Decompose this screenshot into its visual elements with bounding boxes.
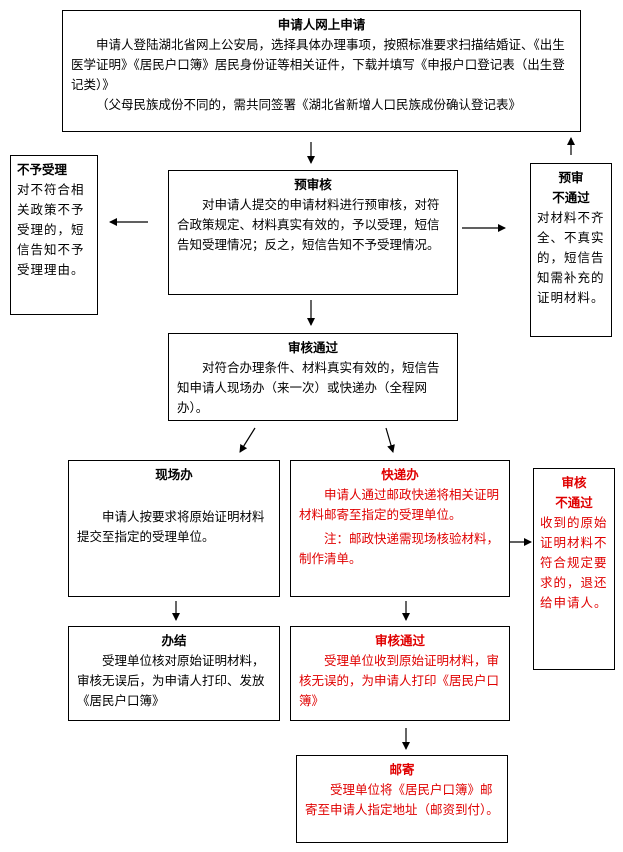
- onsite-title: 现场办: [155, 467, 193, 482]
- reject-box: 不予受理 对不符合相关政策不予受理的，短信告知不予受理理由。: [10, 155, 98, 315]
- apply-body: 申请人登陆湖北省网上公安局，选择具体办理事项，按照标准要求扫描结婚证、《出生医学…: [71, 37, 565, 92]
- express-title: 快递办: [381, 467, 419, 482]
- pre-review-title: 预审核: [294, 177, 332, 192]
- audit-fail-subtitle: 不通过: [555, 495, 593, 510]
- pre-fail-body: 对材料不齐全、不真实的，短信告知需补充的证明材料。: [537, 210, 605, 305]
- review-pass-box: 审核通过 对符合办理条件、材料真实有效的，短信告知申请人现场办（来一次）或快递办…: [168, 333, 458, 421]
- apply-title: 申请人网上申请: [277, 17, 366, 32]
- audit-pass-body: 受理单位收到原始证明材料，审核无误的，为申请人打印《居民户口簿》: [299, 653, 500, 708]
- audit-fail-box: 审核 不通过 收到的原始证明材料不符合规定要求的，退还给申请人。: [533, 468, 615, 670]
- express-note: 注：邮政快递需现场核验材料，制作清单。: [299, 531, 500, 566]
- review-pass-body: 对符合办理条件、材料真实有效的，短信告知申请人现场办（来一次）或快递办（全程网办…: [177, 360, 440, 415]
- mail-body: 受理单位将《居民户口簿》邮寄至申请人指定地址（邮资到付）。: [305, 782, 499, 817]
- audit-pass-title: 审核通过: [374, 633, 425, 648]
- mail-title: 邮寄: [389, 762, 415, 777]
- finish-title: 办结: [161, 633, 187, 648]
- review-pass-title: 审核通过: [287, 340, 338, 355]
- arrow-pass-to-onsite: [239, 427, 256, 453]
- pre-fail-title: 预审: [558, 170, 584, 185]
- audit-pass-box: 审核通过 受理单位收到原始证明材料，审核无误的，为申请人打印《居民户口簿》: [290, 626, 510, 721]
- pre-fail-subtitle: 不通过: [552, 190, 590, 205]
- audit-fail-title: 审核: [561, 475, 587, 490]
- express-body: 申请人通过邮政快递将相关证明材料邮寄至指定的受理单位。: [299, 487, 500, 522]
- onsite-body: 申请人按要求将原始证明材料提交至指定的受理单位。: [77, 509, 265, 544]
- audit-fail-body: 收到的原始证明材料不符合规定要求的，退还给申请人。: [540, 515, 608, 610]
- reject-body: 对不符合相关政策不予受理的，短信告知不予受理理由。: [17, 182, 85, 277]
- onsite-box: 现场办 申请人按要求将原始证明材料提交至指定的受理单位。: [68, 460, 280, 597]
- pre-review-box: 预审核 对申请人提交的申请材料进行预审核，对符合政策规定、材料真实有效的，予以受…: [168, 170, 458, 295]
- apply-box: 申请人网上申请 申请人登陆湖北省网上公安局，选择具体办理事项，按照标准要求扫描结…: [62, 10, 581, 132]
- express-box: 快递办 申请人通过邮政快递将相关证明材料邮寄至指定的受理单位。 注：邮政快递需现…: [290, 460, 510, 597]
- reject-title: 不予受理: [17, 162, 68, 177]
- finish-body: 受理单位核对原始证明材料，审核无误后，为申请人打印、发放《居民户口簿》: [77, 653, 265, 708]
- finish-box: 办结 受理单位核对原始证明材料，审核无误后，为申请人打印、发放《居民户口簿》: [68, 626, 280, 721]
- arrow-pass-to-express: [385, 427, 395, 453]
- mail-box: 邮寄 受理单位将《居民户口簿》邮寄至申请人指定地址（邮资到付）。: [296, 755, 508, 843]
- pre-review-body: 对申请人提交的申请材料进行预审核，对符合政策规定、材料真实有效的，予以受理，短信…: [177, 197, 440, 252]
- apply-note: （父母民族成份不同的，需共同签署《湖北省新增人口民族成份确认登记表》: [96, 97, 522, 112]
- pre-fail-box: 预审 不通过 对材料不齐全、不真实的，短信告知需补充的证明材料。: [530, 163, 612, 337]
